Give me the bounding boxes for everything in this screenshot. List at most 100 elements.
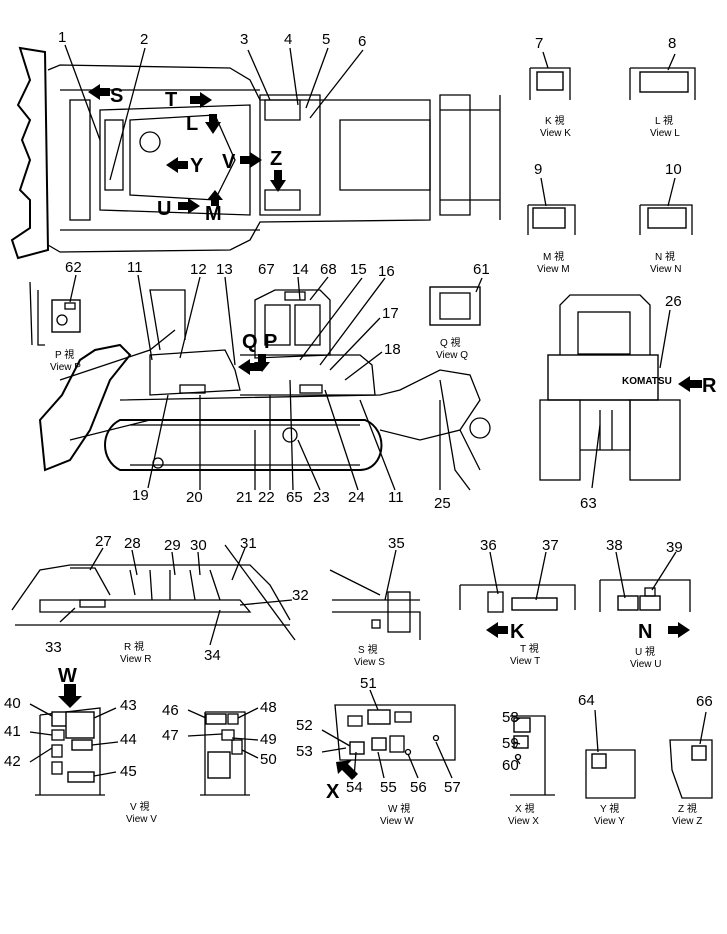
view-K-en: View K [540, 128, 571, 139]
view-Z: 66 Z 視 View Z [669, 693, 713, 827]
view-M: 9 M 視 View M [527, 161, 576, 275]
arrow-label-W: W [58, 665, 77, 687]
callout-39: 39 [666, 539, 683, 556]
callout-36: 36 [480, 537, 497, 554]
callout-56: 56 [410, 779, 427, 796]
view-V: W 40 41 42 43 44 45 V 視 View V [4, 665, 157, 825]
callout-51: 51 [360, 675, 377, 692]
callout-37: 37 [542, 537, 559, 554]
view-U-jp: U 視 [635, 645, 655, 658]
arrow-label-X: X [326, 781, 340, 803]
callout-61: 61 [473, 261, 490, 278]
top-view-machine: S T L Y V Z U M 1 2 3 4 5 6 [10, 29, 501, 260]
arrow-label-N: N [638, 621, 652, 643]
view-M-jp: M 視 [543, 250, 564, 263]
view-X-en: View X [508, 816, 539, 827]
rear-view-machine: KOMATSU R 26 63 [539, 293, 717, 512]
callout-55: 55 [380, 779, 397, 796]
callout-45: 45 [120, 763, 137, 780]
callout-62: 62 [65, 259, 82, 276]
arrow-label-U: U [157, 198, 171, 220]
callout-18: 18 [384, 341, 401, 358]
view-R-en: View R [120, 654, 152, 665]
callout-14: 14 [292, 261, 309, 278]
callout-65: 65 [286, 489, 303, 506]
callout-2: 2 [140, 31, 148, 48]
view-P-en: View P [50, 362, 81, 373]
view-Y: 64 Y 視 View Y [578, 692, 636, 827]
arrow-label-T: T [165, 89, 177, 111]
callout-25: 25 [434, 495, 451, 512]
callout-38: 38 [606, 537, 623, 554]
arrow-label-Z: Z [270, 148, 282, 170]
view-Q-en: View Q [436, 350, 468, 361]
view-N-en: View N [650, 264, 682, 275]
callout-7: 7 [535, 35, 543, 52]
arrow-label-S: S [110, 85, 123, 107]
view-K-jp: K 視 [545, 114, 564, 127]
callout-17: 17 [382, 305, 399, 322]
view-V-jp: V 視 [130, 800, 149, 813]
callout-53: 53 [296, 743, 313, 760]
callout-15: 15 [350, 261, 367, 278]
callout-33: 33 [45, 639, 62, 656]
view-Q-jp: Q 視 [440, 336, 461, 349]
callout-28: 28 [124, 535, 141, 552]
callout-48: 48 [260, 699, 277, 716]
callout-1: 1 [58, 29, 66, 46]
callout-68: 68 [320, 261, 337, 278]
view-T: K 36 37 T 視 View T [459, 537, 576, 667]
arrow-label-M: M [205, 203, 222, 225]
view-S-jp: S 視 [358, 643, 377, 656]
view-R-jp: R 視 [124, 640, 144, 653]
side-view-machine: Q P 11 12 13 67 14 68 15 16 17 18 19 20 … [38, 259, 491, 512]
callout-44: 44 [120, 731, 137, 748]
view-S: 35 S 視 View S [329, 535, 421, 668]
view-U: N 38 39 U 視 View U [599, 537, 691, 670]
callout-26: 26 [665, 293, 682, 310]
callout-23: 23 [313, 489, 330, 506]
callout-10: 10 [665, 161, 682, 178]
callout-58: 58 [502, 709, 519, 726]
callout-49: 49 [260, 731, 277, 748]
view-L: 8 L 視 View L [629, 35, 696, 139]
view-Z-jp: Z 視 [678, 802, 697, 815]
view-Z-en: View Z [672, 816, 702, 827]
view-T-en: View T [510, 656, 540, 667]
view-T-jp: T 視 [520, 642, 539, 655]
callout-11a: 11 [127, 259, 143, 276]
callout-9: 9 [534, 161, 542, 178]
view-M-en: View M [537, 264, 570, 275]
arrow-label-Y: Y [190, 155, 204, 177]
arrow-label-P: P [264, 331, 277, 353]
callout-6: 6 [358, 33, 366, 50]
callout-54: 54 [346, 779, 363, 796]
callout-67: 67 [258, 261, 275, 278]
callout-46: 46 [162, 702, 179, 719]
arrow-label-K: K [510, 621, 525, 643]
callout-40: 40 [4, 695, 21, 712]
view-L-jp: L 視 [655, 114, 673, 127]
view-P-jp: P 視 [55, 348, 74, 361]
view-P: 62 P 視 View P [29, 259, 82, 373]
callout-43: 43 [120, 697, 137, 714]
view-V-en: View V [126, 814, 157, 825]
callout-22: 22 [258, 489, 275, 506]
view-Y-jp: Y 視 [600, 802, 619, 815]
callout-27: 27 [95, 533, 112, 550]
callout-59: 59 [502, 735, 519, 752]
callout-3: 3 [240, 31, 248, 48]
arrow-label-V: V [222, 151, 236, 173]
callout-50: 50 [260, 751, 277, 768]
callout-34: 34 [204, 647, 221, 664]
callout-12: 12 [190, 261, 207, 278]
callout-21: 21 [236, 489, 253, 506]
callout-16: 16 [378, 263, 395, 280]
callout-47: 47 [162, 727, 179, 744]
callout-42: 42 [4, 753, 21, 770]
callout-24: 24 [348, 489, 365, 506]
callout-63: 63 [580, 495, 597, 512]
callout-30: 30 [190, 537, 207, 554]
callout-4: 4 [284, 31, 292, 48]
arrow-label-R: R [702, 375, 717, 397]
